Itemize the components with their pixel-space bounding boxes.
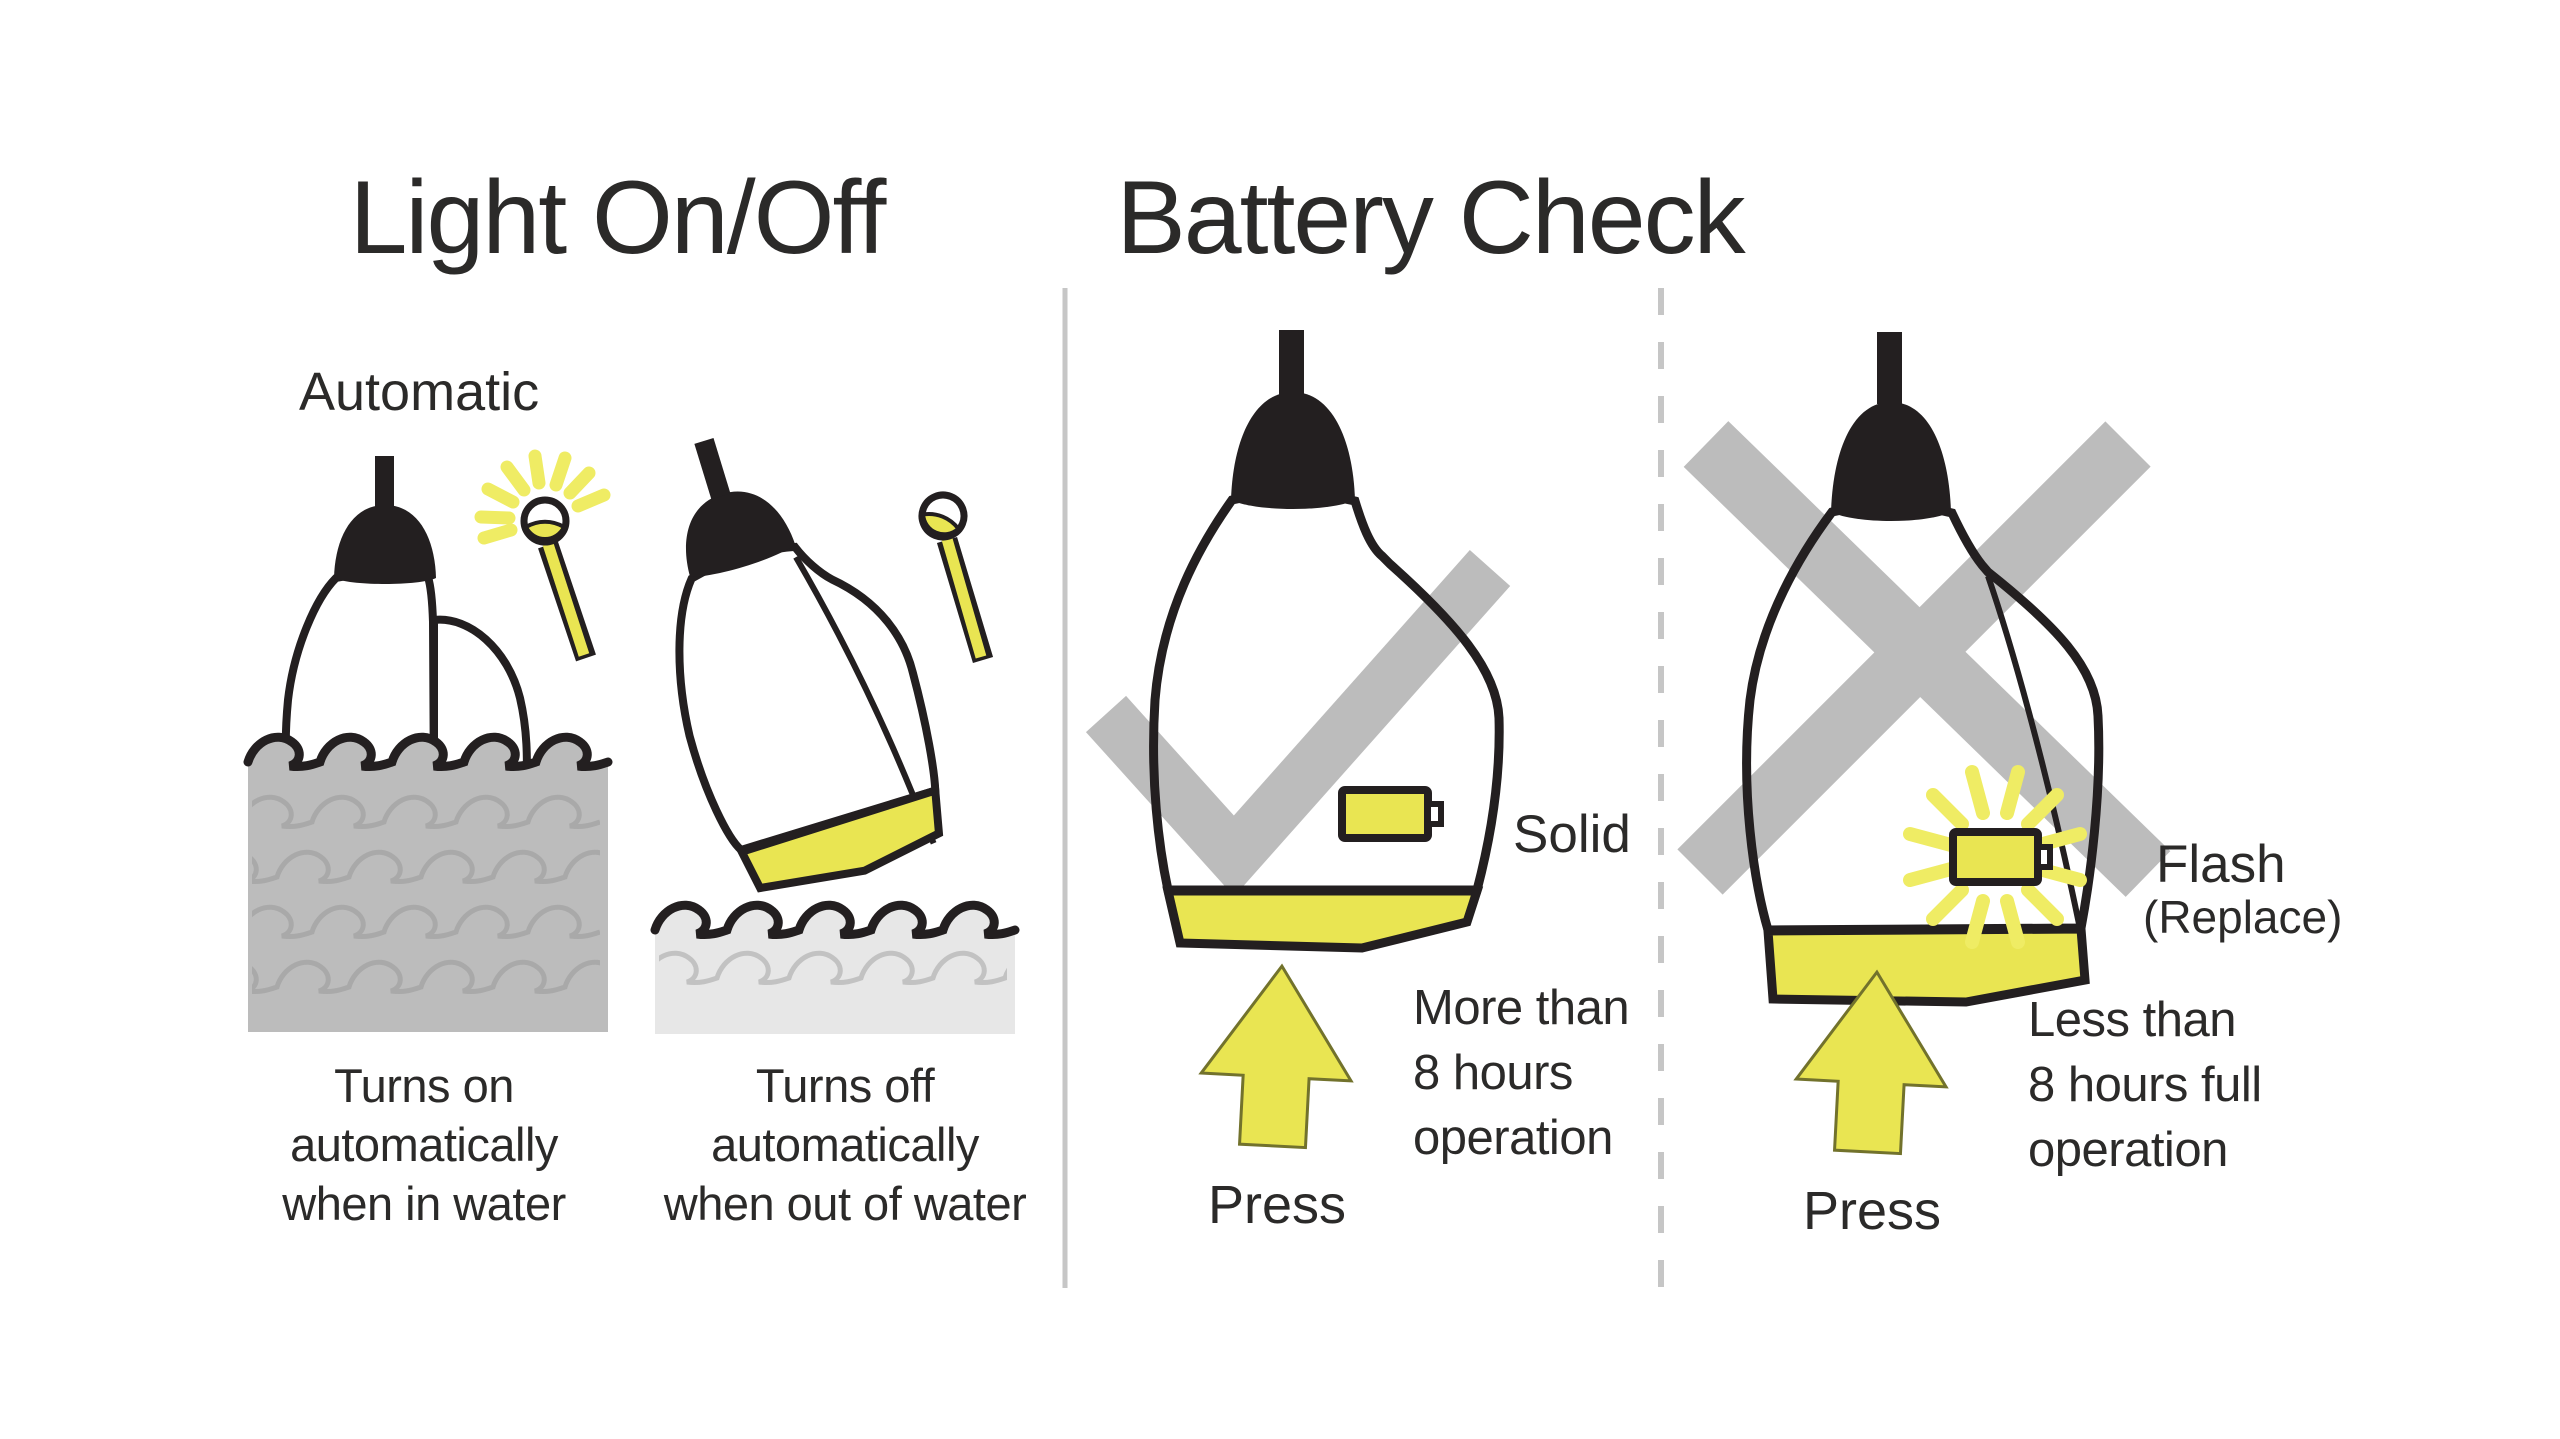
caption-turns-off: Turns off automatically when out of wate…	[663, 1059, 1027, 1230]
automatic-label: Automatic	[299, 362, 540, 422]
light-device-out-of-water-illustration	[650, 437, 1020, 1034]
battery-flashing-icon	[1903, 765, 2087, 949]
x-mark-icon	[1677, 421, 2171, 897]
light-device-in-water-illustration	[243, 449, 613, 1032]
device-base-light-band	[736, 785, 944, 893]
device-cap	[334, 505, 436, 584]
indicator-flash-label: Flash	[2156, 835, 2286, 894]
section-title-light: Light On/Off	[349, 160, 887, 276]
indicator-bulb-on-icon	[474, 449, 611, 662]
caption-turns-on: Turns on automatically when in water	[282, 1059, 566, 1230]
indicator-bulb-off-icon	[918, 491, 994, 664]
water-waves-light	[650, 900, 1020, 1034]
caption-more-than: More than 8 hours operation	[1413, 981, 1630, 1165]
press-label-ok: Press	[1207, 1175, 1347, 1235]
indicator-replace-note: (Replace)	[2143, 891, 2343, 943]
up-arrow-icon	[1793, 969, 1949, 1156]
water-waves-dark	[243, 732, 613, 1032]
checkmark-icon	[1085, 550, 1511, 897]
flash-rays	[1903, 765, 2087, 949]
battery-low-device-illustration	[1677, 332, 2171, 1156]
device-base-light-band	[1162, 886, 1484, 953]
indicator-solid-label: Solid	[1513, 805, 1631, 864]
up-arrow-icon	[1198, 963, 1354, 1150]
device-base-light-band	[1763, 924, 2090, 1007]
light-rays	[474, 449, 611, 545]
caption-less-than: Less than 8 hours full operation	[2028, 993, 2262, 1177]
press-label-low: Press	[1802, 1181, 1942, 1241]
battery-solid-icon	[1338, 786, 1444, 842]
device-stem	[375, 456, 394, 510]
battery-ok-device-illustration	[1085, 330, 1511, 1150]
section-title-battery: Battery Check	[1116, 160, 1745, 276]
